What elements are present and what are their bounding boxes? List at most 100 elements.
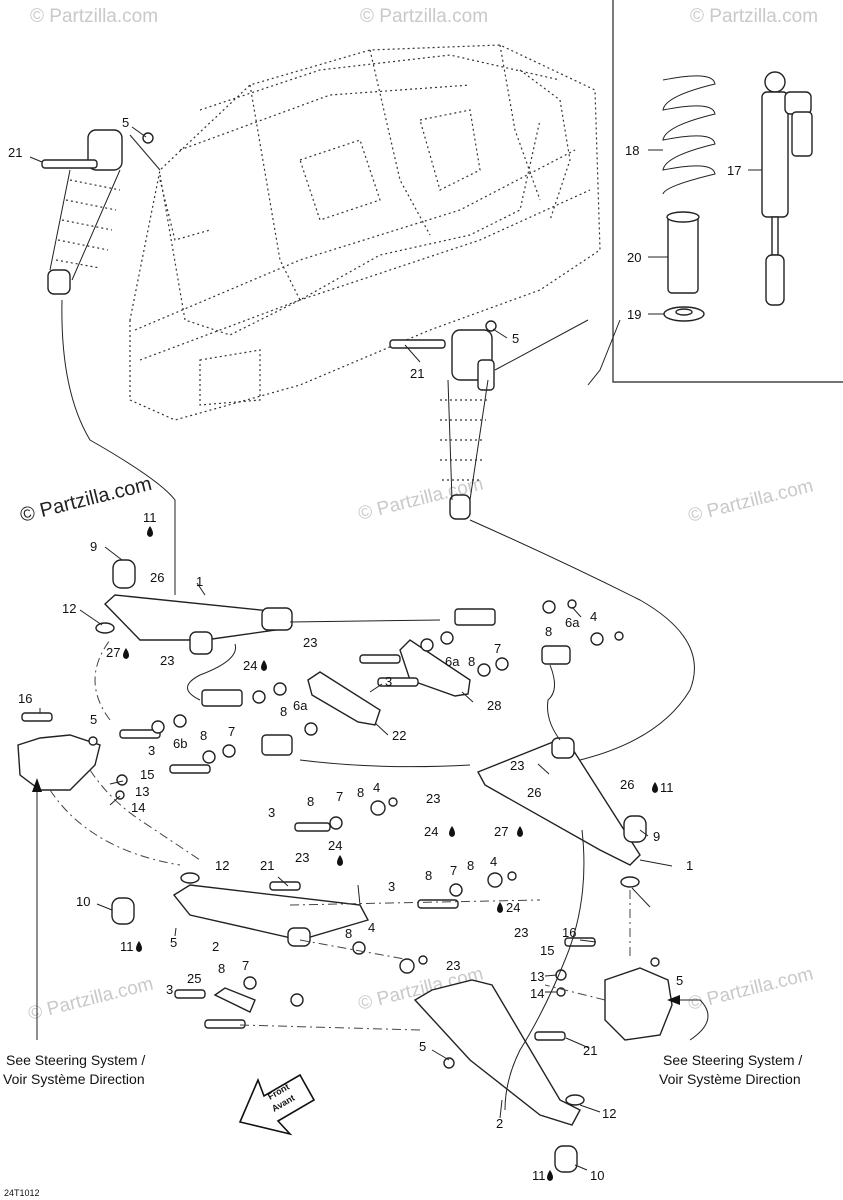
callout-label: 11	[532, 1168, 546, 1183]
steering-knuckle-left	[17, 734, 101, 791]
callout-label: 15	[540, 943, 554, 958]
callout-label: 26	[620, 777, 634, 792]
callout-label: 5	[419, 1039, 426, 1054]
bracket-28	[399, 639, 471, 697]
steering-note-left: See Steering System / Voir Système Direc…	[3, 778, 145, 1087]
callout-label: 9	[653, 829, 660, 844]
callout-label: 21	[583, 1043, 597, 1058]
callout-label: 4	[490, 854, 497, 869]
callout-label: 7	[242, 958, 249, 973]
callout-label: 4	[373, 780, 380, 795]
callout-label: 24	[424, 824, 438, 839]
a-arm-lower-left	[172, 884, 370, 947]
callout-label: 17	[727, 163, 741, 178]
callout-label: 16	[18, 691, 32, 706]
callout-label: 23	[295, 850, 309, 865]
watermark-text: © Partzilla.com	[30, 6, 158, 27]
oil-drop-icon	[261, 660, 267, 671]
bracket-22	[307, 671, 381, 726]
callout-label: 1	[686, 858, 693, 873]
callout-label: 7	[450, 863, 457, 878]
callout-label: 9	[90, 539, 97, 554]
callout-label: 3	[388, 879, 395, 894]
callout-label: 11	[660, 780, 674, 795]
oil-drop-icon	[517, 826, 523, 837]
callout-label: 12	[62, 601, 76, 616]
front-direction-arrow: Front Avant	[238, 1073, 316, 1136]
callout-label: 13	[135, 784, 149, 799]
damper-17	[761, 71, 813, 306]
callout-label: 10	[590, 1168, 604, 1183]
callout-label: 14	[131, 800, 145, 815]
callout-label: 19	[627, 307, 641, 322]
callout-label: 8	[357, 785, 364, 800]
spring-18	[662, 75, 716, 195]
callout-label: 26	[150, 570, 164, 585]
lubrication-icons	[123, 526, 658, 1181]
callout-label: 21	[8, 145, 22, 160]
callout-label: 24	[328, 838, 342, 853]
inset-frame	[612, 0, 843, 383]
ball-joint-lower-left	[111, 897, 135, 925]
callout-label: 23	[426, 791, 440, 806]
callout-label: 26	[527, 785, 541, 800]
callout-label: 28	[487, 698, 501, 713]
callout-label: 21	[410, 366, 424, 381]
shock-absorber-right	[440, 329, 495, 520]
callout-label: 12	[215, 858, 229, 873]
steering-note-line: Voir Système Direction	[659, 1071, 801, 1087]
callout-label: 8	[218, 961, 225, 976]
steering-note-line: See Steering System /	[6, 1052, 145, 1068]
callout-label: 8	[280, 704, 287, 719]
callout-label: 11	[143, 510, 157, 525]
washer-19	[663, 306, 705, 322]
callout-label: 23	[510, 758, 524, 773]
callout-label: 8	[307, 794, 314, 809]
watermark-text: © Partzilla.com	[360, 6, 488, 27]
callout-label: 2	[496, 1116, 503, 1131]
callout-label: 4	[590, 609, 597, 624]
oil-drop-icon	[147, 526, 153, 537]
leader-lines	[29, 126, 762, 1171]
callout-label: 8	[425, 868, 432, 883]
watermark-text: © Partzilla.com	[686, 476, 815, 527]
callout-label: 5	[90, 712, 97, 727]
callout-label: 20	[627, 250, 641, 265]
callout-label: 8	[545, 624, 552, 639]
callout-label: 25	[187, 971, 201, 986]
callout-label: 5	[676, 973, 683, 988]
front-arrow-icon	[238, 1073, 316, 1136]
callout-label: 5	[122, 115, 129, 130]
oil-drop-icon	[449, 826, 455, 837]
oil-drop-icon	[337, 855, 343, 866]
callout-label: 6b	[173, 736, 187, 751]
a-arm-upper-right	[477, 737, 641, 866]
callout-label: 23	[160, 653, 174, 668]
callout-label: 24	[506, 900, 520, 915]
steering-note-right: See Steering System / Voir Système Direc…	[659, 995, 802, 1087]
callout-label: 3	[385, 674, 392, 689]
callout-label: 6a	[293, 698, 308, 713]
watermark-text: © Partzilla.com	[690, 6, 818, 27]
watermark-layer: © Partzilla.com © Partzilla.com © Partzi…	[18, 6, 818, 1025]
callout-label: 4	[368, 920, 375, 935]
callout-label: 10	[76, 894, 90, 909]
steering-note-line: Voir Système Direction	[3, 1071, 145, 1087]
callout-label: 8	[345, 926, 352, 941]
arrow-up-icon	[32, 778, 42, 792]
vehicle-frame	[129, 44, 601, 421]
callout-label: 7	[494, 641, 501, 656]
callout-label: 3	[268, 805, 275, 820]
callout-label: 23	[514, 925, 528, 940]
callout-label: 12	[602, 1106, 616, 1121]
shock-absorber-left	[47, 129, 123, 295]
callout-label: 18	[625, 143, 639, 158]
callout-label: 3	[166, 982, 173, 997]
callout-label: 8	[200, 728, 207, 743]
callout-label: 23	[446, 958, 460, 973]
callout-label: 27	[494, 824, 508, 839]
callout-label: 22	[392, 728, 406, 743]
callout-label: 7	[336, 789, 343, 804]
connection-lines	[36, 134, 709, 1111]
